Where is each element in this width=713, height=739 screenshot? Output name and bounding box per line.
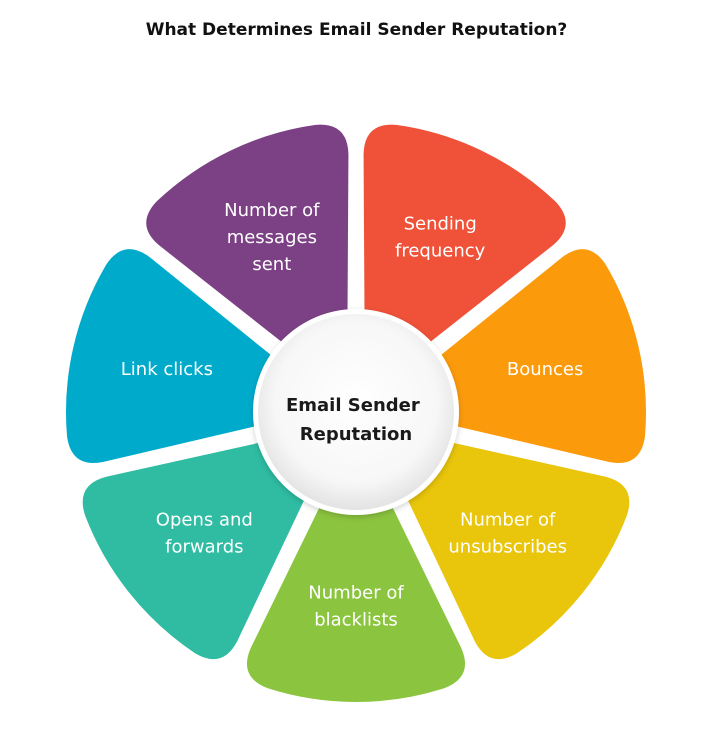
center-hub-line: Reputation [300, 424, 412, 445]
segment: Number of messages sent [146, 124, 349, 346]
segment-label-line: Number of [224, 200, 320, 221]
segment-label-line: Number of [308, 583, 404, 604]
segment-label-line: Link clicks [121, 359, 213, 380]
segment-shape [82, 441, 307, 660]
segment-label: Number of messages sent [224, 200, 320, 275]
segment-label-line: Number of [460, 509, 556, 530]
page-title: What Determines Email Sender Reputation? [145, 20, 568, 40]
segment: Link clicks [65, 249, 276, 464]
segment-shape [363, 124, 566, 346]
center-hub-line: Email Sender [286, 395, 420, 416]
segment: Number of blacklists [246, 502, 466, 702]
segment-label-line: forwards [165, 536, 243, 557]
segment: Opens and forwards [82, 441, 307, 660]
segment-label: Sending frequency [395, 214, 486, 262]
segment-label: Number of unsubscribes [448, 509, 567, 557]
segment-shape [146, 124, 349, 346]
segment-label: Link clicks [121, 359, 213, 380]
segment-label-line: messages [227, 227, 317, 248]
segment-label: Bounces [507, 359, 584, 380]
segment-shape [436, 249, 647, 464]
segment-shape [246, 502, 466, 702]
segment-label-line: Bounces [507, 359, 584, 380]
segment-label-line: frequency [395, 241, 486, 262]
segment-shape [65, 249, 276, 464]
segment: Number of unsubscribes [405, 441, 630, 660]
segment-label: Opens and forwards [156, 509, 253, 557]
segment: Sending frequency [363, 124, 566, 346]
segment-label-line: Opens and [156, 509, 253, 530]
segment-label-line: Sending [404, 214, 477, 235]
segment-label-line: sent [252, 254, 291, 275]
segment-label-line: blacklists [314, 610, 398, 631]
center-hub: Email Sender Reputation [253, 309, 459, 515]
segment: Bounces [436, 249, 647, 464]
center-hub-label: Email Sender Reputation [286, 395, 426, 445]
segment-shape [405, 441, 630, 660]
segment-label-line: unsubscribes [448, 536, 567, 557]
segment-label: Number of blacklists [308, 583, 404, 631]
